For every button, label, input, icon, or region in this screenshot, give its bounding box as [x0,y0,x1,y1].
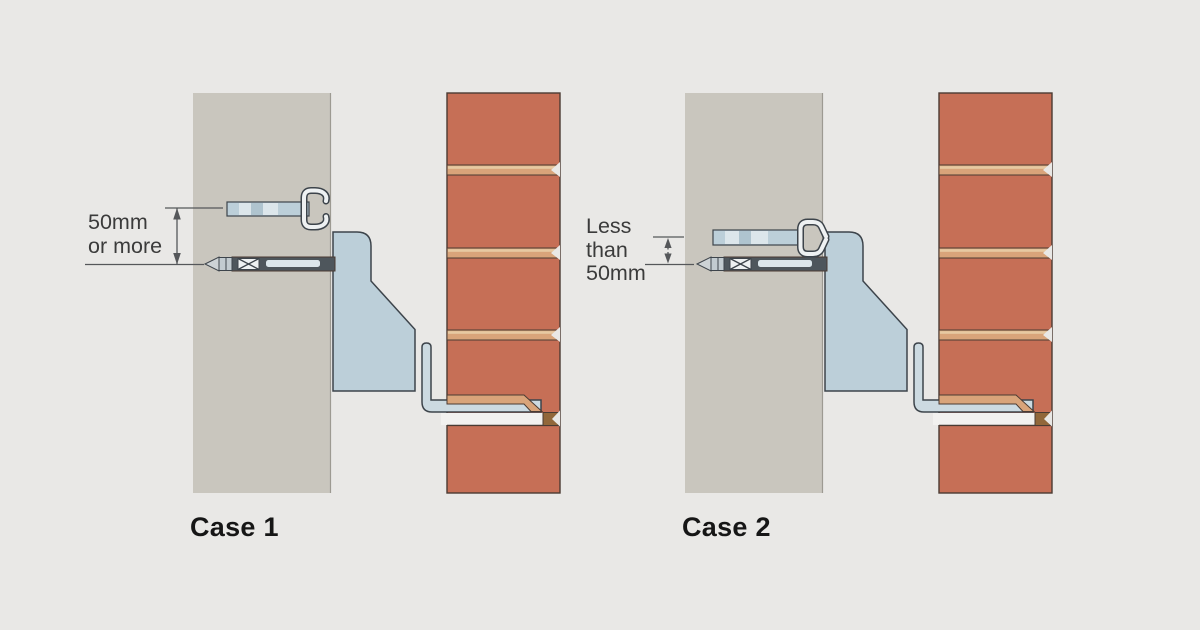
arrow-up-icon [664,238,672,248]
case-2-cast-in-channel [712,218,830,258]
dimension-label-line: or more [88,233,163,258]
case-1-title: Case 1 [190,512,279,542]
dimension-label-line: Less [586,214,632,238]
dimension-label-line: 50mm [586,261,646,285]
case-1-structure [192,92,561,494]
case-1-cast-in-channel [226,187,330,231]
arrow-up-icon [173,208,181,220]
dimension-label-line: 50mm [88,210,148,234]
arrow-down-icon [664,253,672,264]
case-1-dimension [85,207,223,266]
arrow-down-icon [173,253,181,265]
case-2-title: Case 2 [682,512,771,542]
case-2-dimension-label: Less than 50mm [586,214,646,286]
case-1-dimension-label: 50mm or more [88,210,163,258]
case-2-dimension [645,236,694,266]
case-2-structure [684,92,1053,494]
dimension-label-line: than [586,237,628,262]
